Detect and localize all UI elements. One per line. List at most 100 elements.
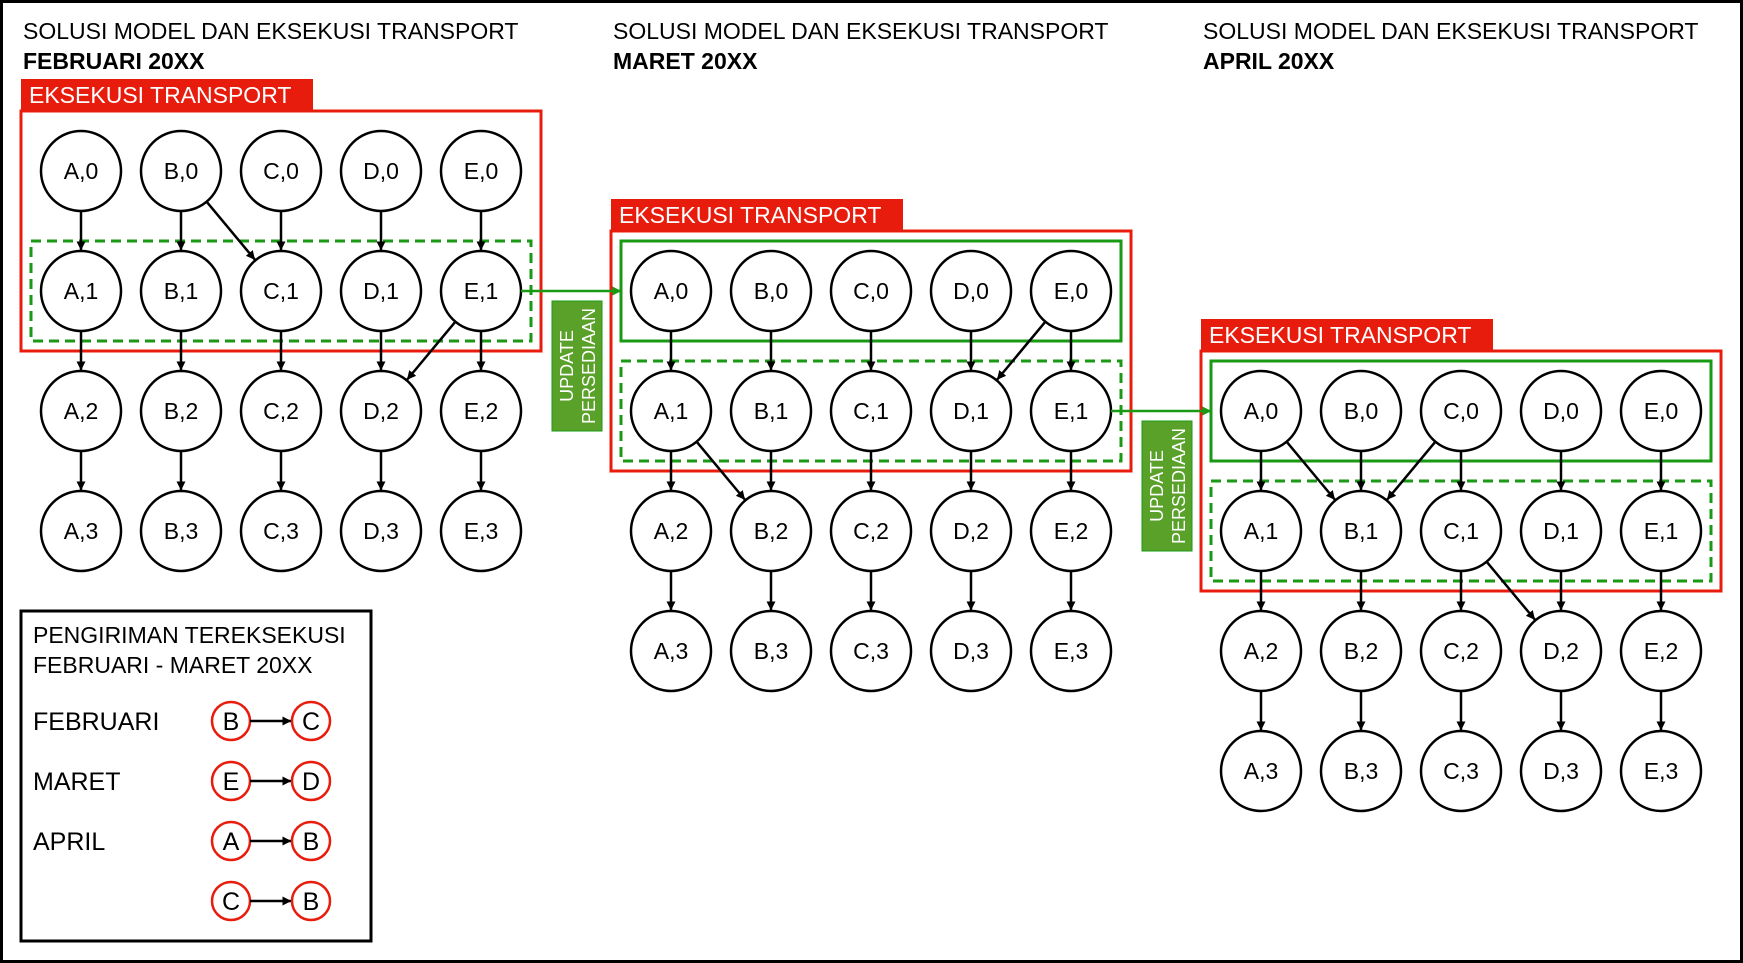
node-label: D,2 xyxy=(953,518,989,544)
node-circle xyxy=(439,489,523,573)
node: B,1 xyxy=(1319,489,1403,573)
node: A,2 xyxy=(1219,609,1303,693)
node-label: B,0 xyxy=(164,158,199,184)
node-label: C,3 xyxy=(1443,758,1479,784)
cross-edge xyxy=(205,200,256,261)
node: B,2 xyxy=(139,369,223,453)
legend-to-label: D xyxy=(302,768,320,796)
node-label: E,2 xyxy=(1054,518,1089,544)
node: E,0 xyxy=(1029,249,1113,333)
legend-to-circle xyxy=(290,700,332,742)
node-label: C,3 xyxy=(263,518,299,544)
node: C,0 xyxy=(1419,369,1503,453)
node-label: C,0 xyxy=(853,278,889,304)
node: C,1 xyxy=(829,369,913,453)
node: B,0 xyxy=(729,249,813,333)
node: C,2 xyxy=(1419,609,1503,693)
node-label: E,3 xyxy=(1644,758,1679,784)
node: D,1 xyxy=(339,249,423,333)
node-label: D,2 xyxy=(363,398,399,424)
execution-label: EKSEKUSI TRANSPORT xyxy=(619,202,881,228)
node-label: C,3 xyxy=(853,638,889,664)
node: C,2 xyxy=(829,489,913,573)
node: D,0 xyxy=(1519,369,1603,453)
node: D,1 xyxy=(1519,489,1603,573)
node-label: B,3 xyxy=(1344,758,1379,784)
cross-edge xyxy=(996,320,1047,381)
node-label: D,3 xyxy=(953,638,989,664)
node: B,1 xyxy=(729,369,813,453)
legend-to-label: C xyxy=(302,708,320,736)
update-label-bg xyxy=(1141,420,1193,552)
execution-label-bg xyxy=(21,79,313,111)
node: B,3 xyxy=(1319,729,1403,813)
node: B,3 xyxy=(139,489,223,573)
node-label: A,1 xyxy=(64,278,99,304)
legend-row-label: APRIL xyxy=(33,828,105,856)
legend-from-label: C xyxy=(222,888,240,916)
node: D,2 xyxy=(339,369,423,453)
node: A,1 xyxy=(629,369,713,453)
node: D,0 xyxy=(339,129,423,213)
node: A,0 xyxy=(1219,369,1303,453)
node: E,0 xyxy=(1619,369,1703,453)
node-label: D,1 xyxy=(363,278,399,304)
cross-edge xyxy=(1485,560,1536,621)
legend-subtitle: FEBRUARI - MARET 20XX xyxy=(33,652,312,678)
node-label: A,3 xyxy=(654,638,689,664)
execution-label: EKSEKUSI TRANSPORT xyxy=(29,82,291,108)
cross-edge xyxy=(1386,440,1437,501)
node: A,3 xyxy=(1219,729,1303,813)
panel-month: FEBRUARI 20XX xyxy=(23,48,205,74)
node-label: A,0 xyxy=(654,278,689,304)
node: C,0 xyxy=(239,129,323,213)
node: C,1 xyxy=(239,249,323,333)
node: E,2 xyxy=(1029,489,1113,573)
node-label: E,2 xyxy=(1644,638,1679,664)
panel-1: SOLUSI MODEL DAN EKSEKUSI TRANSPORT FEBRU… xyxy=(19,18,543,573)
update-label-line2: PERSEDIAAN xyxy=(1169,428,1189,544)
node-label: B,0 xyxy=(754,278,789,304)
node: C,2 xyxy=(239,369,323,453)
node: D,2 xyxy=(929,489,1013,573)
node: D,3 xyxy=(929,609,1013,693)
node-label: E,2 xyxy=(464,398,499,424)
diagram-content: SOLUSI MODEL DAN EKSEKUSI TRANSPORT FEBRU… xyxy=(19,18,1723,943)
node: B,0 xyxy=(1319,369,1403,453)
node-label: A,0 xyxy=(1244,398,1279,424)
node: A,1 xyxy=(1219,489,1303,573)
node: D,2 xyxy=(1519,609,1603,693)
node-label: D,0 xyxy=(1543,398,1579,424)
node: A,3 xyxy=(629,609,713,693)
node-label: E,0 xyxy=(1054,278,1089,304)
panel-title: SOLUSI MODEL DAN EKSEKUSI TRANSPORT xyxy=(23,18,518,44)
node: E,3 xyxy=(439,489,523,573)
node-label: B,2 xyxy=(754,518,789,544)
legend-row-label: MARET xyxy=(33,768,121,796)
node-label: C,2 xyxy=(853,518,889,544)
node: E,3 xyxy=(1029,609,1113,693)
node: E,2 xyxy=(1619,609,1703,693)
node-label: C,2 xyxy=(1443,638,1479,664)
cross-edge xyxy=(1285,440,1336,501)
node-circle xyxy=(1519,729,1603,813)
node: D,3 xyxy=(1519,729,1603,813)
node-label: D,0 xyxy=(363,158,399,184)
legend-from-label: B xyxy=(223,708,240,736)
node-circle xyxy=(139,489,223,573)
node-label: C,1 xyxy=(263,278,299,304)
node-label: E,3 xyxy=(464,518,499,544)
update-label-line1: UPDATE xyxy=(557,330,577,402)
node: A,0 xyxy=(39,129,123,213)
node-circle xyxy=(339,489,423,573)
legend-from-label: A xyxy=(223,828,240,856)
update-label-bg xyxy=(551,300,603,432)
node: B,1 xyxy=(139,249,223,333)
node: E,1 xyxy=(1029,369,1113,453)
node: C,3 xyxy=(1419,729,1503,813)
node-label: C,1 xyxy=(853,398,889,424)
